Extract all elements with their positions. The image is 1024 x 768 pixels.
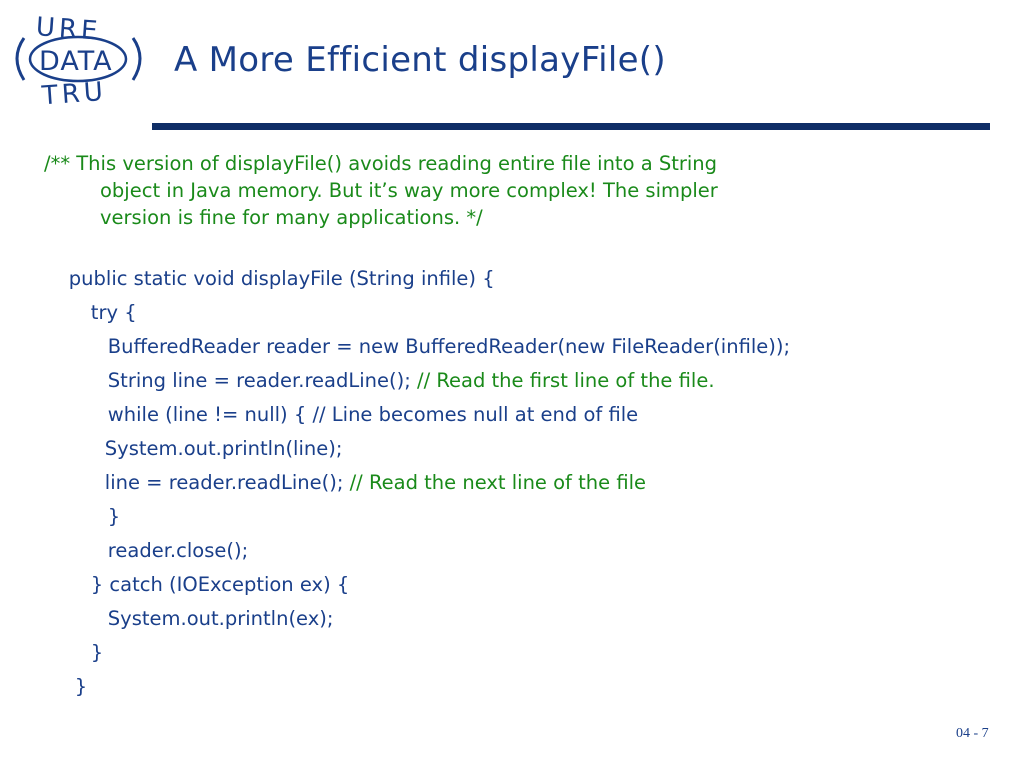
code-line: try { [66, 272, 137, 353]
code-line: while (line != null) { // Line becomes n… [83, 374, 638, 455]
code-line: System.out.println(ex); [83, 578, 334, 659]
code-comment: // Read the first line of the file. [417, 369, 715, 392]
code-line: } catch (IOException ex) { [66, 544, 349, 625]
doc-comment-line: object in Java memory. But it’s way more… [100, 179, 718, 202]
data-structures-logo: URE DATA TRU [15, 12, 142, 108]
code-text: line = reader.readLine(); [104, 471, 350, 494]
logo-left-arc [15, 37, 26, 81]
code-text: } catch (IOException ex) { [90, 573, 350, 596]
code-text: public static void displayFile (String i… [68, 267, 495, 290]
code-line: line = reader.readLine(); // Read the ne… [80, 442, 646, 523]
code-line: } [83, 476, 120, 557]
code-comment: // Read the next line of the file [349, 471, 647, 494]
code-text: BufferedReader reader = new BufferedRead… [107, 335, 791, 358]
doc-comment-line: version is fine for many applications. *… [100, 206, 483, 229]
code-line: } [50, 646, 87, 727]
slide-title: A More Efficient displayFile() [174, 40, 666, 80]
doc-comment: /** This version of displayFile() avoids… [44, 150, 944, 231]
code-line: reader.close(); [83, 510, 248, 591]
code-text: } [90, 641, 104, 664]
code-line: BufferedReader reader = new BufferedRead… [83, 306, 790, 387]
logo-bottom-text: TRU [40, 77, 108, 108]
code-text: } [74, 675, 88, 698]
code-text: try { [90, 301, 137, 324]
title-underline [152, 123, 990, 130]
code-text: while (line != null) { // Line becomes n… [107, 403, 639, 426]
logo-right-arc [131, 37, 142, 81]
code-text: String line = reader.readLine(); [107, 369, 417, 392]
doc-comment-line: /** This version of displayFile() avoids… [44, 152, 718, 175]
code-text: } [107, 505, 121, 528]
logo-top-text: URE [35, 12, 102, 46]
logo-ring [28, 35, 128, 83]
code-line: String line = reader.readLine(); // Read… [83, 340, 715, 421]
code-line: System.out.println(line); [80, 408, 343, 489]
code-text: System.out.println(line); [104, 437, 343, 460]
code-line: } [66, 612, 103, 693]
logo-middle-text: DATA [39, 46, 113, 77]
code-line: public static void displayFile (String i… [44, 238, 495, 319]
code-text: reader.close(); [107, 539, 249, 562]
page-number: 04 - 7 [956, 726, 989, 741]
code-text: System.out.println(ex); [107, 607, 334, 630]
